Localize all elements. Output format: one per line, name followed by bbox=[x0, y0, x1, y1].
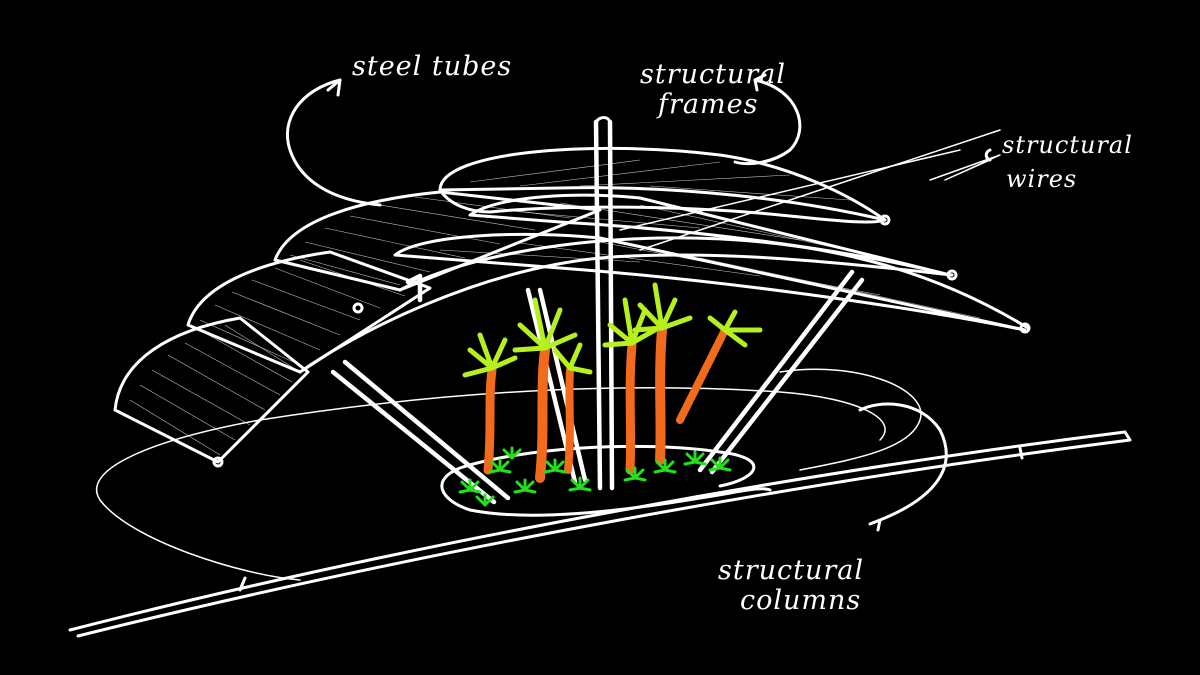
structural-wires bbox=[619, 129, 1001, 251]
label-structural-wires-line2: wires bbox=[1006, 165, 1078, 193]
ground-plants bbox=[458, 446, 732, 507]
label-structural-frames-line1: structural bbox=[640, 59, 787, 90]
label-structural-frames-line2: frames bbox=[658, 89, 759, 120]
label-steel-tubes: steel tubes bbox=[352, 52, 512, 82]
leader-structural-columns bbox=[858, 402, 948, 522]
label-structural-columns-line2: columns bbox=[740, 585, 862, 616]
annotation-leaders bbox=[285, 73, 992, 532]
canopy-panel-2 bbox=[186, 250, 432, 374]
label-steel-tubes-text: steel tubes bbox=[352, 51, 513, 82]
label-structural-columns: structural columns bbox=[718, 556, 864, 616]
canopy-panel-4 bbox=[393, 232, 1027, 332]
label-structural-frames: structural frames bbox=[640, 60, 786, 120]
canopy-panel-1 bbox=[113, 316, 310, 464]
label-structural-columns-line1: structural bbox=[718, 555, 865, 586]
label-structural-wires: structural wires bbox=[1002, 128, 1133, 196]
leader-structural-frames bbox=[733, 78, 802, 165]
label-structural-wires-line1: structural bbox=[1002, 131, 1133, 159]
palm-trees bbox=[462, 282, 763, 483]
structural-frames bbox=[212, 205, 1031, 468]
leader-structural-wires bbox=[984, 148, 992, 162]
leader-steel-tubes bbox=[285, 78, 382, 207]
